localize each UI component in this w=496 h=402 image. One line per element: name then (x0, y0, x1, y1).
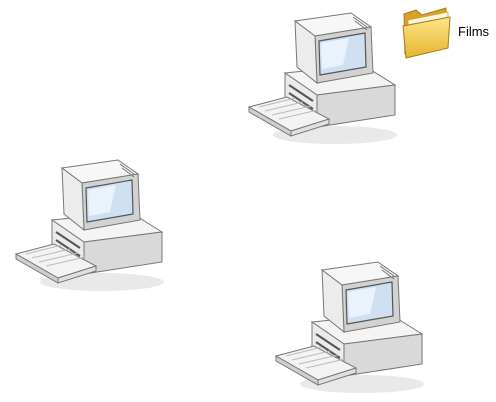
folder-label: Films (458, 24, 489, 39)
computer-icon[interactable] (245, 3, 405, 153)
folder-icon (400, 4, 454, 60)
films-folder[interactable]: Films (400, 4, 492, 62)
computer-icon[interactable] (12, 150, 172, 300)
computer-icon[interactable] (272, 252, 432, 402)
